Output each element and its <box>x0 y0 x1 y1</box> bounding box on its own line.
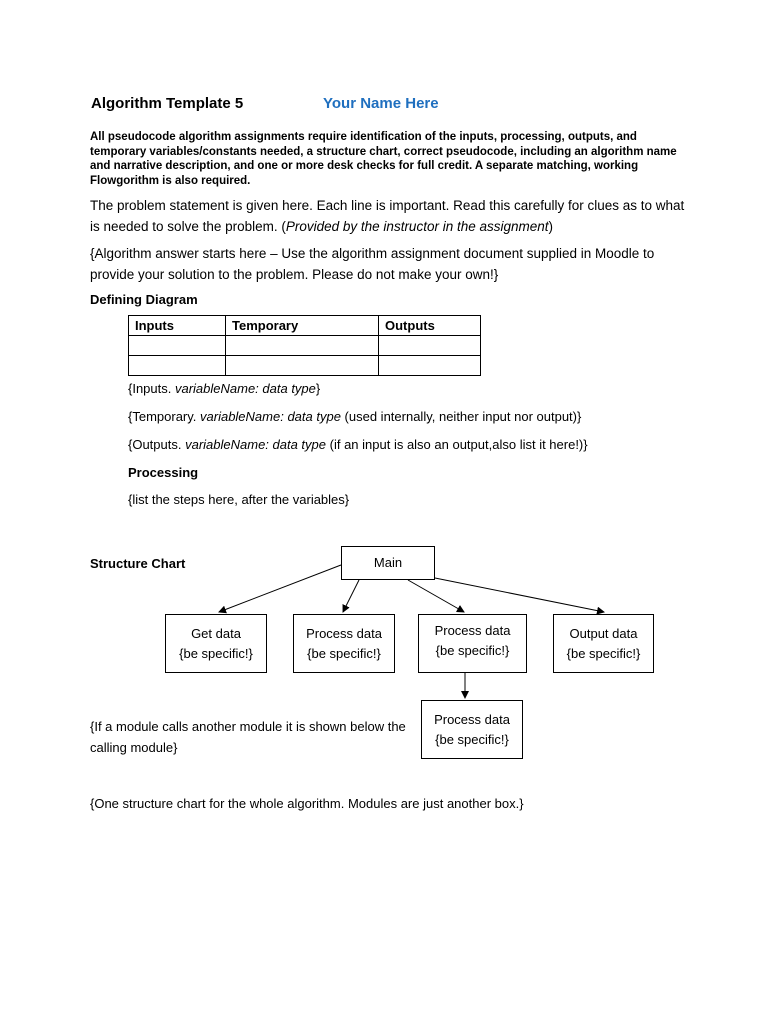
problem-italic-note: Provided by the instructor in the assign… <box>285 219 549 234</box>
outputs-italic: variableName: data type <box>185 437 327 452</box>
inputs-prefix: {Inputs. <box>128 381 175 396</box>
module-box-output-data: Output data {be specific!} <box>553 614 654 673</box>
module-box-get-data: Get data {be specific!} <box>165 614 267 673</box>
defining-diagram-label: Defining Diagram <box>90 292 198 307</box>
problem-close: ) <box>548 219 554 234</box>
temporary-prefix: {Temporary. <box>128 409 201 424</box>
module-title: Process data <box>306 625 382 641</box>
module-box-process-data-2: Process data {be specific!} <box>418 614 527 673</box>
problem-text: The problem statement is given here. Eac… <box>90 198 685 234</box>
module-call-note: {If a module calls another module it is … <box>90 719 406 755</box>
module-title: Process data <box>434 711 510 727</box>
name-placeholder: Your Name Here <box>323 95 439 112</box>
problem-statement: The problem statement is given here. Eac… <box>90 195 690 237</box>
module-box-process-data-child: Process data {be specific!} <box>421 700 523 759</box>
inputs-suffix: } <box>315 381 321 396</box>
main-module-label: Main <box>373 555 403 570</box>
module-sub: {be specific!} <box>179 645 253 661</box>
defining-diagram-table: Inputs Temporary Outputs <box>128 315 481 376</box>
closing-note: {One structure chart for the whole algor… <box>90 796 524 811</box>
structure-chart-label: Structure Chart <box>90 556 186 571</box>
outputs-prefix: {Outputs. <box>128 437 186 452</box>
module-box-process-data-1: Process data {be specific!} <box>293 614 395 673</box>
module-sub: {be specific!} <box>307 645 381 661</box>
connector-main-output <box>434 577 605 615</box>
module-title: Output data <box>569 625 638 641</box>
temporary-italic: variableName: data type <box>200 409 341 424</box>
processing-label: Processing <box>128 465 199 480</box>
main-module-box: Main <box>341 546 435 580</box>
answer-note: {Algorithm answer starts here – Use the … <box>90 246 655 282</box>
connector-main-process1 <box>342 579 360 613</box>
connector-main-getdata <box>218 564 342 614</box>
inputs-line: {Inputs. variableName: data type} <box>128 381 320 396</box>
module-title: Process data <box>434 623 511 638</box>
inputs-italic: variableName: data type <box>174 381 316 396</box>
intro-instructions: All pseudocode algorithm assignments req… <box>90 131 677 187</box>
temporary-line: {Temporary. variableName: data type (use… <box>128 409 581 424</box>
outputs-suffix: (if an input is also an output,also list… <box>326 437 588 452</box>
table-row <box>128 335 481 356</box>
module-sub: {be specific!} <box>566 645 641 661</box>
module-sub: {be specific!} <box>435 731 509 747</box>
processing-steps: {list the steps here, after the variable… <box>128 492 350 507</box>
outputs-line: {Outputs. variableName: data type (if an… <box>128 437 588 452</box>
connector-main-process2 <box>407 579 465 613</box>
temporary-suffix: (used internally, neither input nor outp… <box>340 409 582 424</box>
module-title: Get data <box>191 625 241 641</box>
module-sub: {be specific!} <box>435 643 510 658</box>
header-temporary: Temporary <box>225 315 379 336</box>
template-title: Algorithm Template 5 <box>91 95 244 112</box>
table-row <box>128 355 481 376</box>
table-cell[interactable] <box>378 355 481 376</box>
